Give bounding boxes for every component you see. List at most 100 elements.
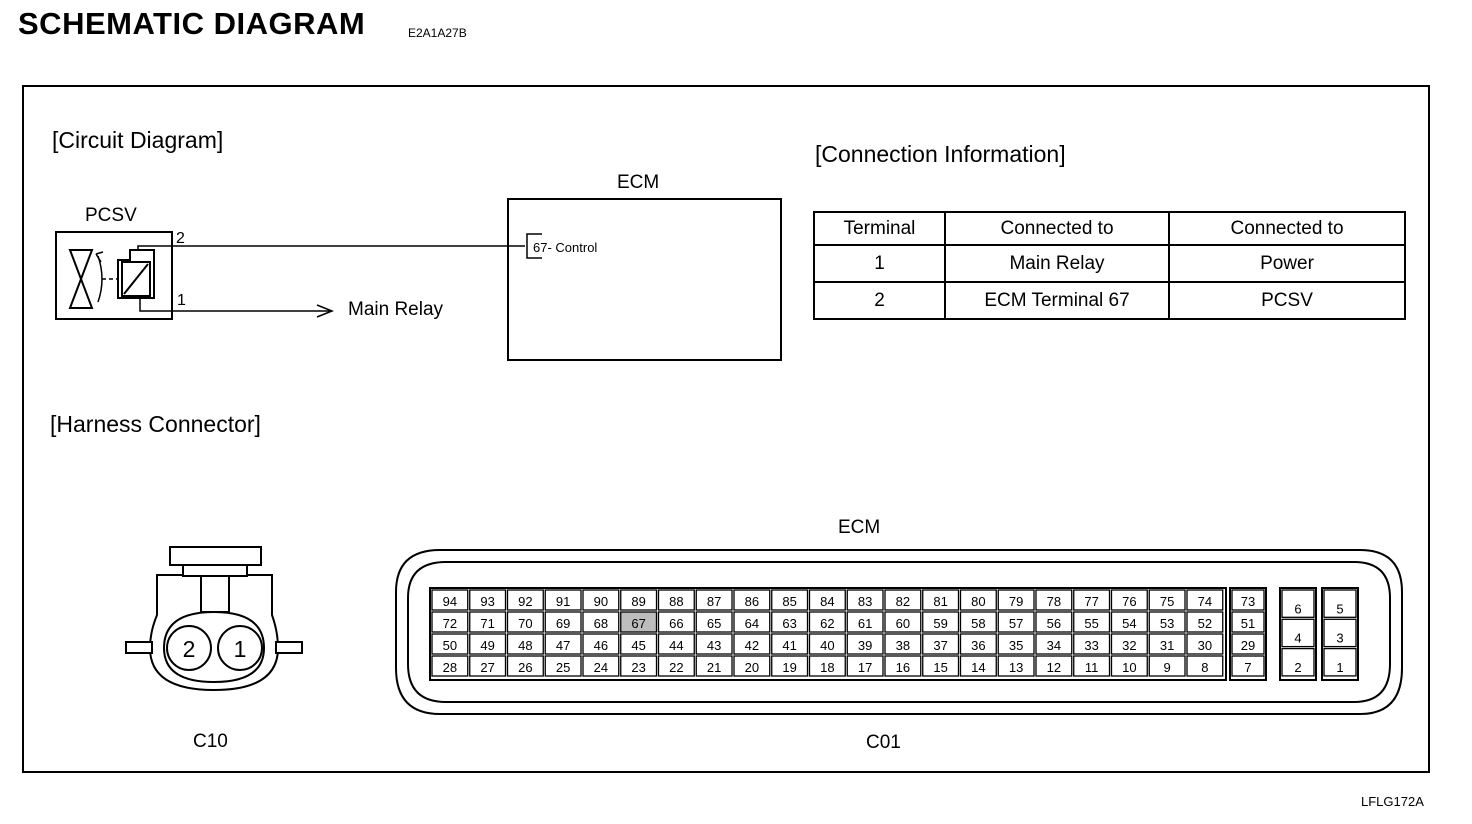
c01-pin-76: 76: [1110, 589, 1148, 611]
c01-pin-13: 13: [997, 655, 1035, 677]
c01-pin-89: 89: [620, 589, 658, 611]
pin-cell: [922, 611, 960, 633]
pin-cell: [733, 655, 771, 677]
c01-pin-38: 38: [884, 633, 922, 655]
c01-pin-93: 93: [469, 589, 507, 611]
pin-number: 26: [518, 660, 532, 675]
pin-number: 81: [933, 594, 947, 609]
c01-pin-18: 18: [808, 655, 846, 677]
pin-number: 6: [1294, 601, 1301, 616]
table-cell: PCSV: [1168, 281, 1406, 320]
pin-cell: [657, 589, 695, 611]
pin-number: 82: [896, 594, 910, 609]
c01-pin-24: 24: [582, 655, 620, 677]
pin-number: 42: [745, 638, 759, 653]
c01-pin-32: 32: [1110, 633, 1148, 655]
pin-number: 60: [896, 616, 910, 631]
c01-pin-85: 85: [771, 589, 809, 611]
c01-pin-51: 51: [1231, 611, 1265, 633]
c01-pin-22: 22: [657, 655, 695, 677]
pin-cell: [469, 655, 507, 677]
pin-number: 23: [631, 660, 645, 675]
pin-number: 79: [1009, 594, 1023, 609]
c10-pin-1-label: 1: [234, 636, 247, 662]
pin-cell: [506, 655, 544, 677]
pin-cell: [506, 589, 544, 611]
pin-cell: [431, 589, 469, 611]
c01-pin-14: 14: [959, 655, 997, 677]
pin-cell: [1110, 611, 1148, 633]
c01-pin-26: 26: [506, 655, 544, 677]
pin-cell: [1323, 618, 1357, 648]
c01-pin-35: 35: [997, 633, 1035, 655]
table-row: 1 Main Relay Power: [813, 244, 1406, 283]
pin-cell: [1231, 633, 1265, 655]
pin-number: 69: [556, 616, 570, 631]
pin-cell: [1281, 589, 1315, 618]
pin-number: 56: [1047, 616, 1061, 631]
c01-title: ECM: [838, 517, 880, 538]
wire-power: [139, 298, 330, 312]
ecm-pin-label: 67- Control: [533, 240, 597, 255]
pin-cell: [431, 611, 469, 633]
pin-cell: [620, 611, 658, 633]
c01-pin-17: 17: [846, 655, 884, 677]
c01-small-block-a: [1279, 587, 1317, 681]
pin-number: 44: [669, 638, 683, 653]
pin-number: 55: [1084, 616, 1098, 631]
pin-cell: [431, 633, 469, 655]
c01-pin-60: 60: [884, 611, 922, 633]
pin-cell: [959, 633, 997, 655]
header-terminal: Terminal: [813, 211, 946, 246]
pin-cell: [469, 589, 507, 611]
c01-pin-45: 45: [620, 633, 658, 655]
ecm-pin-bracket: [526, 233, 542, 259]
pin-cell: [695, 611, 733, 633]
pin-number: 20: [745, 660, 759, 675]
pin-cell: [808, 611, 846, 633]
pin-cell: [620, 633, 658, 655]
pin-cell: [771, 633, 809, 655]
document-code: E2A1A27B: [408, 26, 467, 40]
pin-number: 38: [896, 638, 910, 653]
pin-cell: [959, 655, 997, 677]
c01-pin-43: 43: [695, 633, 733, 655]
c01-pin-44: 44: [657, 633, 695, 655]
c10-latch-post: [200, 575, 230, 613]
c01-pin-54: 54: [1110, 611, 1148, 633]
pcsv-box: [55, 231, 173, 320]
c01-pin-57: 57: [997, 611, 1035, 633]
pin-number: 31: [1160, 638, 1174, 653]
pin-cell: [1281, 647, 1315, 677]
c01-pin-8: 8: [1186, 655, 1224, 677]
pin-cell: [771, 655, 809, 677]
pin-cell: [1035, 611, 1073, 633]
c01-pin-4: 4: [1281, 618, 1315, 648]
solenoid-outline: [117, 249, 155, 299]
pin-cell: [1148, 611, 1186, 633]
c01-pin-82: 82: [884, 589, 922, 611]
pin-number: 67: [631, 616, 645, 631]
pin-cell: [922, 655, 960, 677]
pin-cell: [1073, 611, 1111, 633]
c01-pin-78: 78: [1035, 589, 1073, 611]
pin-cell: [771, 611, 809, 633]
pin-cell: [620, 655, 658, 677]
c10-pin-2: [166, 625, 212, 671]
pin-cell: [884, 611, 922, 633]
c01-pin-37: 37: [922, 633, 960, 655]
pin-number: 9: [1164, 660, 1171, 675]
c01-pin-10: 10: [1110, 655, 1148, 677]
pin-number: 14: [971, 660, 985, 675]
pin-cell: [1035, 655, 1073, 677]
pin-number: 35: [1009, 638, 1023, 653]
pin-number: 66: [669, 616, 683, 631]
c01-main-block: [429, 587, 1227, 681]
pin-number: 92: [518, 594, 532, 609]
pin-cell: [544, 655, 582, 677]
c01-pin-55: 55: [1073, 611, 1111, 633]
pin-cell: [1186, 655, 1224, 677]
header-connected-to-1: Connected to: [944, 211, 1170, 246]
table-cell: 1: [813, 244, 946, 283]
valve-arrow: [95, 251, 104, 263]
